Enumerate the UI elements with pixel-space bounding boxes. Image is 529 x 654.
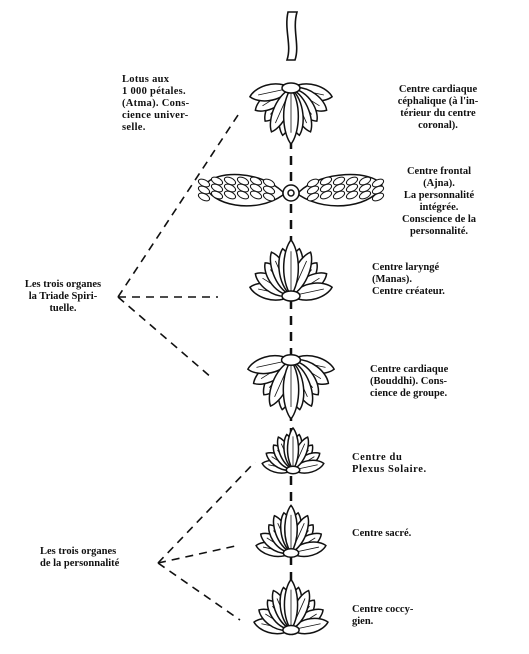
- lotus-seed-head: [280, 354, 302, 366]
- ajna-scale: [332, 190, 346, 200]
- label-lotus-1000-petals: Lotus aux 1 000 pétales. (Atma). Cons- c…: [122, 74, 190, 133]
- label-triade-spirituelle: Les trois organes la Triade Spiri- tuell…: [24, 279, 102, 314]
- label-centre-coccygien: Centre coccy- gien.: [352, 604, 414, 627]
- ajna-scale: [319, 190, 333, 200]
- laryngeal-lotus-flower: [248, 238, 334, 302]
- solar-plexus-lotus-flower: [261, 426, 325, 475]
- ajna-scale: [210, 190, 224, 200]
- ajna-scale: [249, 190, 263, 200]
- ajna-scale: [197, 192, 211, 202]
- ajna-two-petal-flower: [197, 173, 385, 207]
- lotus-seed-head: [282, 548, 300, 558]
- ajna-scale: [223, 190, 237, 200]
- ajna-scale: [236, 190, 250, 200]
- label-centre-frontal: Centre frontal (Ajna). La personnalité i…: [401, 166, 477, 237]
- ajna-scale: [262, 192, 276, 202]
- label-centre-cardiaque: Centre cardiaque (Bouddhi). Cons- cience…: [370, 364, 449, 399]
- ajna-scale: [371, 192, 385, 202]
- ajna-scale: [358, 190, 372, 200]
- lotus-seed-head: [281, 290, 301, 302]
- lotus-seed-head: [285, 465, 301, 475]
- lotus-1000-petals-flower: [248, 82, 334, 146]
- label-organes-personnalite: Les trois organes de la personnalité: [40, 546, 120, 569]
- label-centre-larynge: Centre laryngé (Manas). Centre créateur.: [372, 262, 445, 297]
- cardiac-lotus-flower: [246, 354, 336, 420]
- lotus-stem: [285, 11, 299, 61]
- connector-lines: [117, 111, 256, 621]
- lotus-seed-head: [282, 624, 300, 636]
- ajna-scale: [345, 190, 359, 200]
- coccygeal-lotus-flower: [253, 578, 329, 636]
- sacral-lotus-flower: [255, 504, 327, 558]
- label-cardiaque-cephalique: Centre cardiaque céphalique (à l'in- tér…: [397, 84, 479, 131]
- label-plexus-solaire: Centre du Plexus Solaire.: [352, 452, 427, 475]
- ajna-scale: [306, 192, 320, 202]
- label-centre-sacre: Centre sacré.: [352, 528, 412, 539]
- lotus-seed-head: [281, 82, 301, 94]
